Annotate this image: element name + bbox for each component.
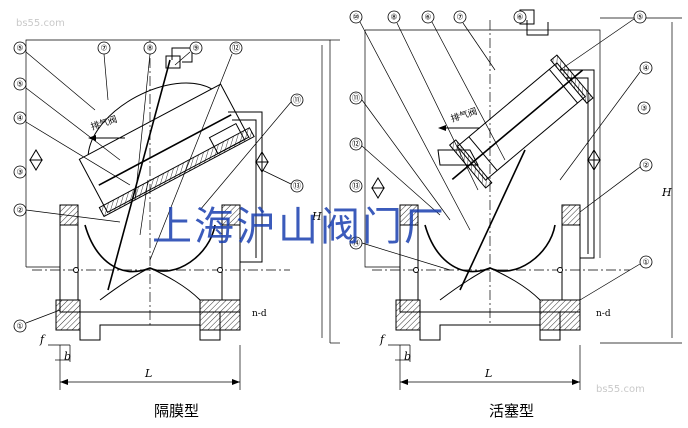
callout-r-1: ⑧ (390, 13, 397, 22)
watermark-text: 上海沪山阀门厂 (152, 204, 446, 250)
caption-piston-type: 活塞型 (489, 402, 535, 420)
callout-l-3: ⑨ (192, 44, 199, 53)
callout-l-5: ⑤ (16, 80, 23, 89)
callout-r-9: ③ (640, 104, 647, 113)
left-dim-b: b (64, 350, 71, 363)
callout-r-7: ④ (642, 64, 649, 73)
right-dim-b: b (404, 350, 411, 363)
callout-r-0: ⑩ (352, 13, 359, 22)
callout-l-8: ② (16, 206, 23, 215)
callout-l-11: ⑬ (293, 182, 301, 191)
right-dim-L: L (484, 367, 492, 380)
callout-r-8: ⑫ (352, 140, 360, 149)
left-dim-nd: n-d (252, 309, 267, 319)
callout-l-9: ① (16, 322, 23, 331)
callout-r-2: ⑥ (424, 13, 431, 22)
callout-l-10: ⑪ (293, 96, 301, 105)
diaphragm-valve-drawing (25, 39, 340, 390)
callout-r-13: ① (642, 258, 649, 267)
callout-l-6: ④ (16, 114, 23, 123)
right-dim-f: f (379, 333, 386, 346)
callout-l-4: ⑫ (232, 44, 240, 53)
left-dim-L: L (144, 367, 152, 380)
callout-r-12: ② (642, 161, 649, 170)
left-dim-f: f (39, 333, 46, 346)
callout-l-2: ⑧ (146, 44, 153, 53)
callout-r-11: ⑭ (352, 239, 360, 248)
caption-diaphragm-type: 隔膜型 (154, 402, 200, 420)
callout-r-10: ⑬ (352, 182, 360, 191)
callout-r-5: ⑤ (636, 13, 643, 22)
left-leader-lines (25, 51, 292, 324)
piston-valve-drawing (364, 9, 682, 390)
right-leader-lines (359, 18, 641, 301)
left-exhaust-label: 排气阀 (89, 113, 118, 133)
callout-l-7: ③ (16, 168, 23, 177)
left-callouts: ⑤ ⑦ ⑧ ⑨ ⑫ ⑤ ④ ③ ② ① ⑪ ⑬ (13, 41, 304, 333)
site-mark-bottom: bs55.com (596, 384, 645, 395)
left-dim-H: H (311, 210, 322, 223)
callout-r-4: ⑥ (516, 13, 523, 22)
callout-l-1: ⑦ (100, 44, 107, 53)
right-callouts: ⑩ ⑧ ⑥ ⑦ ⑥ ⑤ ⑪ ④ ⑫ ③ ⑬ ⑭ ② ① (349, 10, 653, 269)
callout-r-3: ⑦ (456, 13, 463, 22)
right-dim-nd: n-d (596, 309, 611, 319)
callout-r-6: ⑪ (352, 94, 360, 103)
right-dim-H: H (661, 186, 672, 199)
site-mark-top: bs55.com (16, 18, 65, 29)
right-exhaust-label: 排气阀 (449, 105, 478, 125)
callout-l-0: ⑤ (16, 44, 23, 53)
